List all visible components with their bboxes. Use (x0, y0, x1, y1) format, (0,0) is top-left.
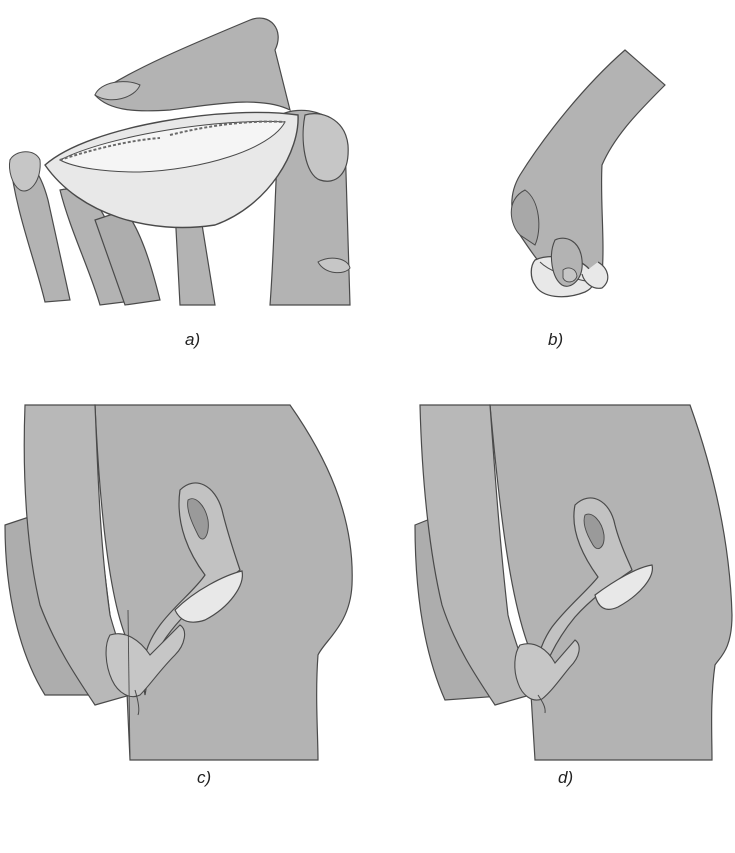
holding-folded-cup-illustration (370, 0, 735, 320)
illustration-panel-a (0, 0, 365, 320)
caption-b: b) (548, 330, 563, 350)
illustration-panel-c (0, 395, 365, 775)
caption-a: a) (185, 330, 200, 350)
illustration-panel-d (370, 395, 735, 775)
illustration-panel-b (370, 0, 735, 320)
insertion-cross-section-illustration (0, 395, 365, 775)
caption-d: d) (558, 768, 573, 788)
caption-c: c) (197, 768, 211, 788)
cup-in-place-illustration (370, 395, 735, 775)
folding-cup-illustration (0, 0, 365, 320)
